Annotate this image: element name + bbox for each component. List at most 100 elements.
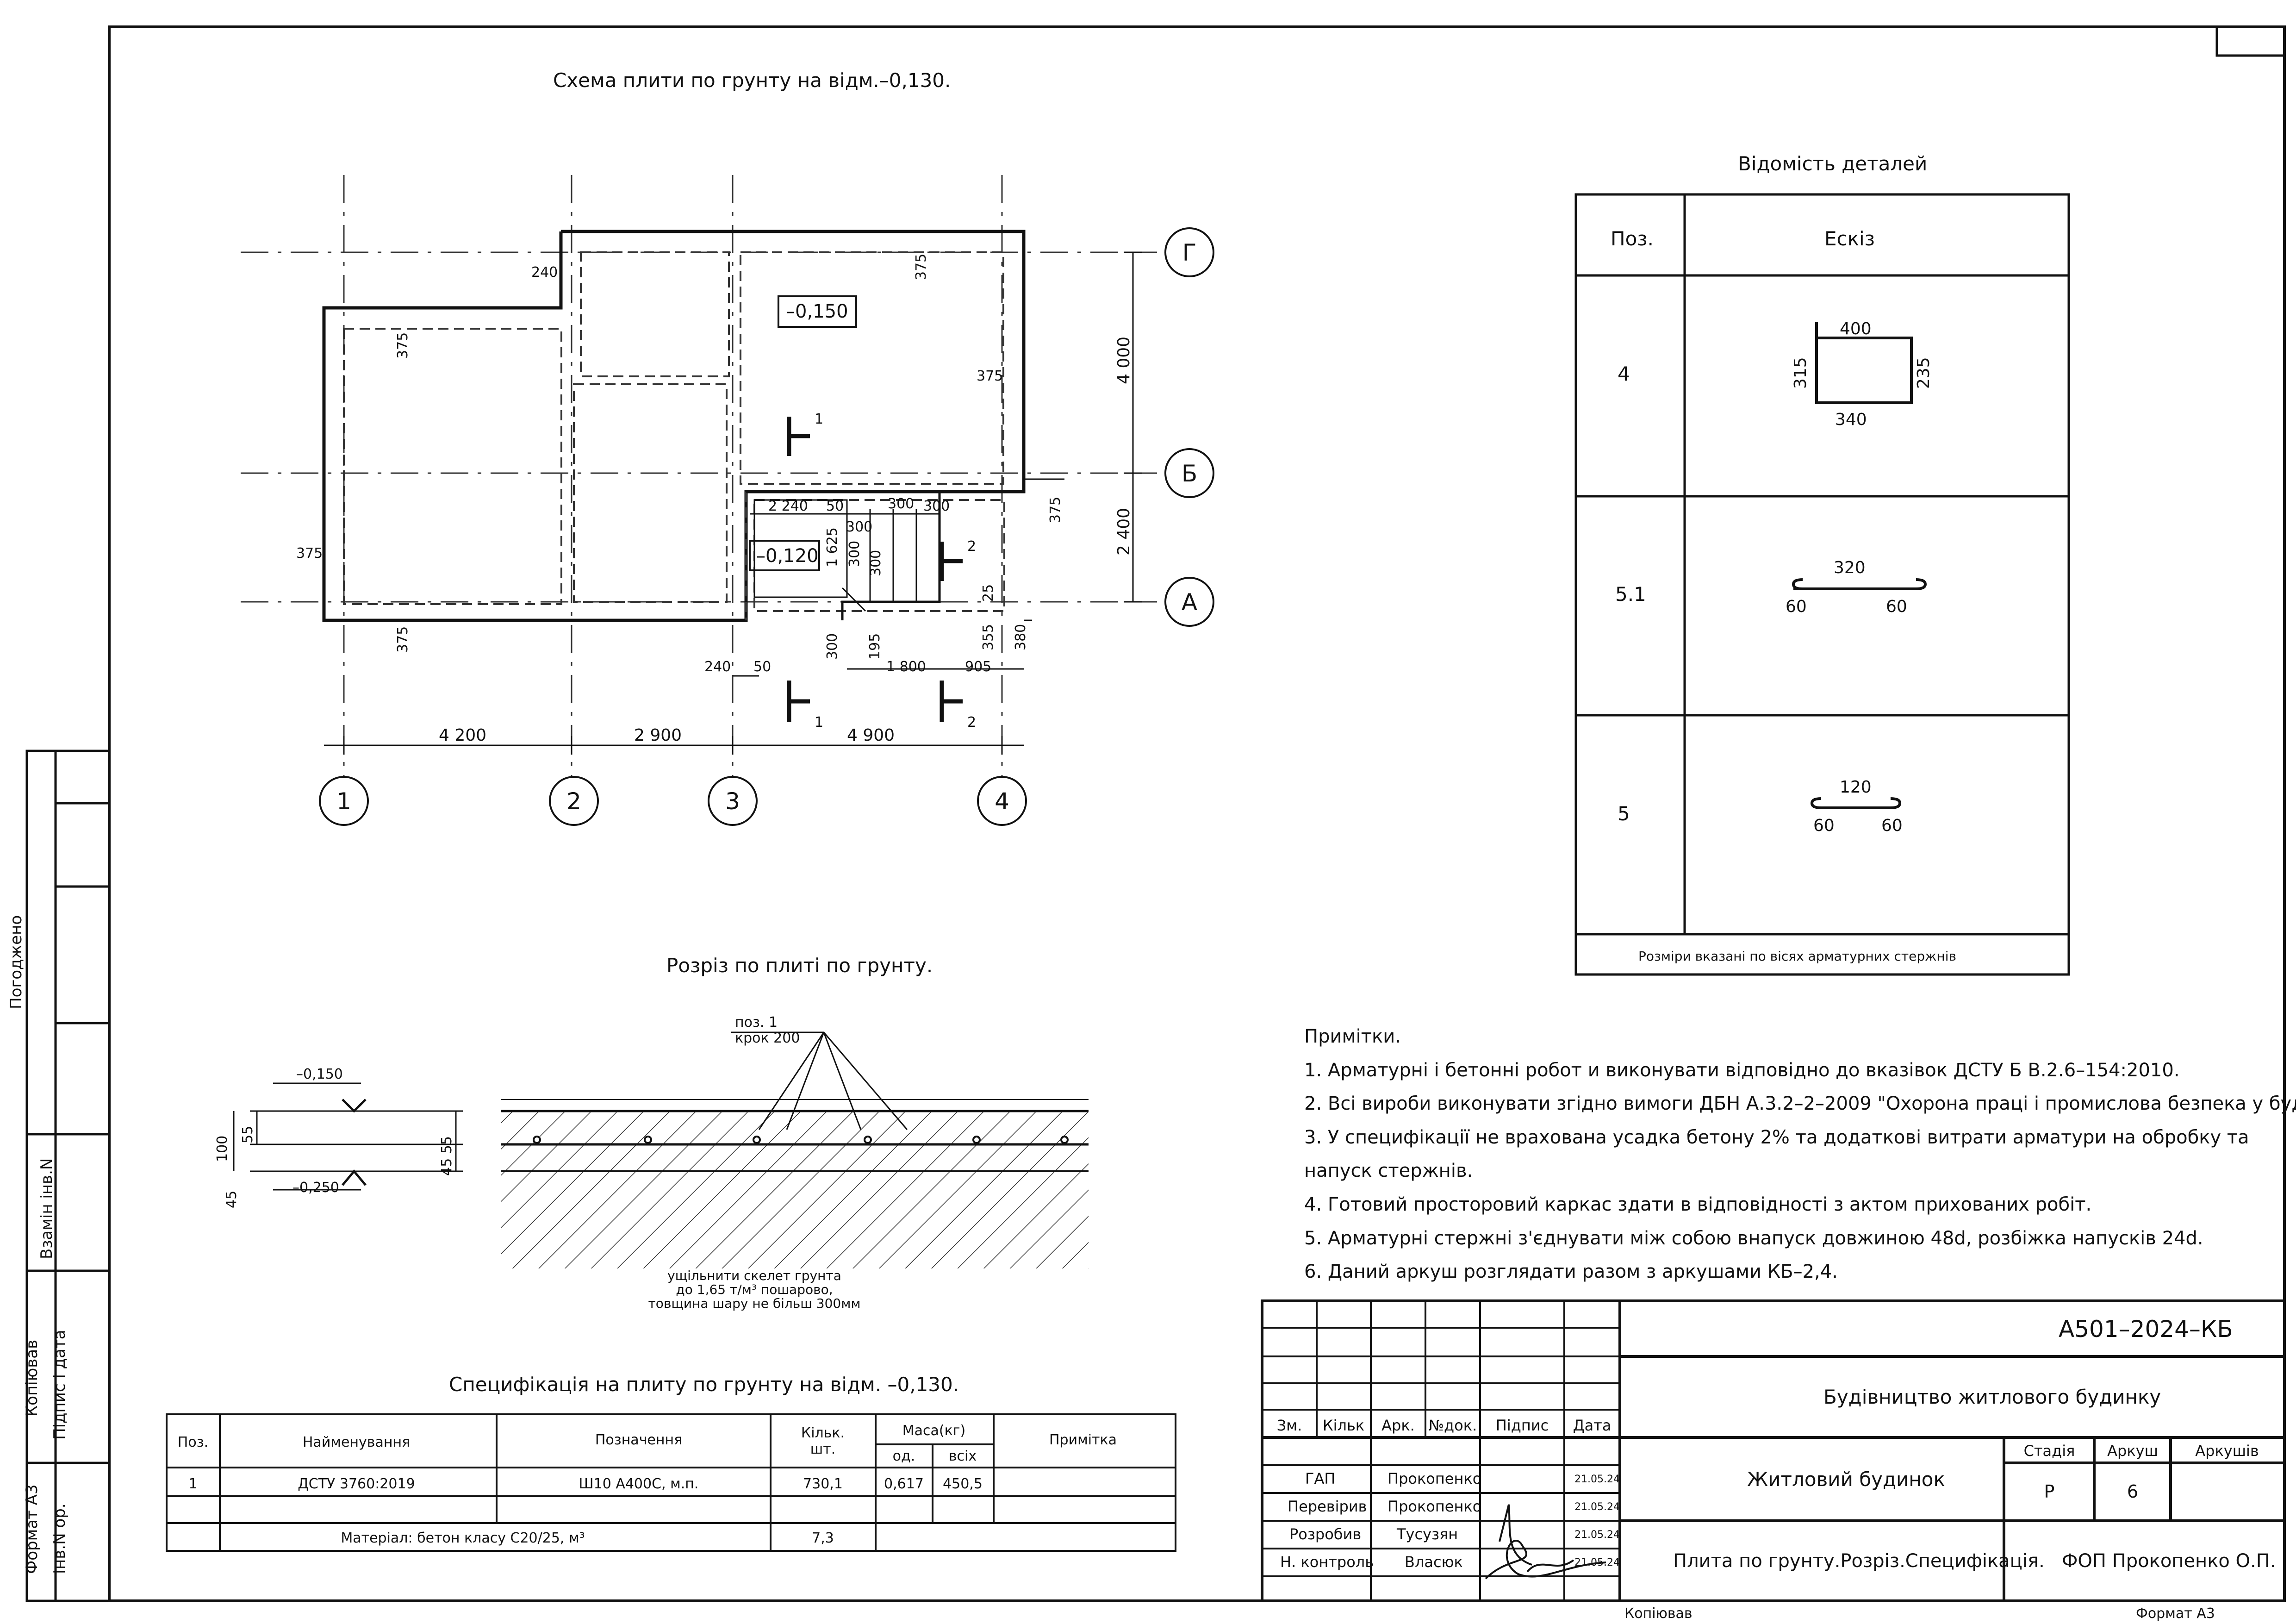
tb-role-0: ГАП (1305, 1470, 1335, 1487)
spec-row-pos: 1 (188, 1476, 197, 1492)
level-main: –0,150 (786, 301, 848, 322)
note-line-2: 2. Всі вироби виконувати згідно вимоги Д… (1304, 1093, 2296, 1114)
rebar-dots (533, 1136, 1069, 1144)
det4-d: 340 (1835, 410, 1867, 429)
spec-h-pos: Поз. (178, 1434, 208, 1450)
tb-h-kilk: Кільк (1323, 1417, 1364, 1434)
tb-h-data: Дата (1573, 1417, 1612, 1434)
section-level-top: –0,150 (296, 1066, 343, 1082)
dim-375-left: 375 (296, 545, 323, 562)
cut1-label-bot: 1 (815, 714, 823, 731)
details-pos-51: 5.1 (1615, 583, 1646, 606)
dim-240-bot: 240 (704, 659, 731, 675)
format-side-label: Формат А3 (23, 1484, 41, 1574)
section-level-bot: –0,250 (292, 1180, 339, 1196)
kopiyuvav-side-label: Копіював (23, 1340, 41, 1417)
vert-dim-1: 4 000 (1114, 337, 1133, 384)
dim-380: 380 (1013, 624, 1029, 650)
tb-sheet: 6 (2127, 1481, 2138, 1502)
details-footnote: Розміри вказані по вісях арматурних стер… (1638, 949, 1956, 964)
notes-heading: Примітки. (1304, 1026, 1401, 1047)
dim-50-b: 50 (753, 659, 771, 675)
spec-row-qty: 730,1 (803, 1476, 843, 1492)
cut2-label-bot: 2 (967, 714, 976, 731)
details-title: Відомість деталей (1738, 152, 1927, 175)
det4-c: 235 (1914, 357, 1933, 389)
cut-markers (787, 417, 963, 722)
details-table-grid (1574, 193, 2070, 976)
inv-label: Інв.N ор. (50, 1503, 69, 1574)
tb-date-1: 21.05.24 (1574, 1501, 1620, 1513)
details-h-pos: Поз. (1611, 227, 1654, 250)
axis-num-4: 4 (995, 788, 1009, 815)
axis-letter-b: Б (1182, 460, 1197, 487)
tb-h-pidpys: Підпис (1496, 1417, 1549, 1434)
dim-240-top: 240 (531, 264, 558, 281)
tb-code: А501–2024–КБ (2059, 1316, 2233, 1343)
sec-dim-55: 55 (240, 1126, 256, 1143)
spec-table-grid (166, 1413, 1176, 1552)
spec-h-qty1: Кільк. (801, 1425, 845, 1441)
note-line-7: 6. Даний аркуш розглядати разом з аркуша… (1304, 1261, 1838, 1282)
tb-h-sheet: Аркуш (2107, 1442, 2158, 1460)
note-line-5: 4. Готовий просторовий каркас здати в ві… (1304, 1194, 2091, 1215)
spec-row-all: 450,5 (943, 1476, 983, 1492)
level-pit-box (749, 540, 820, 571)
vzam-label: Взамін інв.N (37, 1158, 56, 1259)
signature-scribble (1485, 1504, 1606, 1580)
details-pos-4: 4 (1618, 362, 1630, 385)
tb-name-0: Прокопенко (1388, 1470, 1481, 1487)
sec-dim-45-55: 45 55 (439, 1136, 455, 1176)
axis-bubbles (319, 227, 1214, 826)
axis-num-2: 2 (566, 788, 581, 815)
cut1-label-top: 1 (815, 411, 823, 427)
rebar-sketches (1792, 322, 1927, 809)
axis-grid (241, 175, 1157, 782)
tb-name-3: Власюк (1405, 1553, 1463, 1571)
spec-h-mass-one: од. (893, 1448, 915, 1464)
dim-300-c: 300 (846, 519, 872, 535)
tb-h-ndok: №док. (1429, 1417, 1477, 1434)
spec-row-name: ДСТУ 3760:2019 (298, 1476, 415, 1492)
dim-195: 195 (867, 633, 883, 660)
dim-2240: 2 240 (768, 498, 808, 514)
pidpys-label: Підпис і дата (50, 1330, 69, 1440)
slab-outline (322, 230, 1026, 622)
span-dim-1: 4 200 (439, 726, 486, 745)
tb-name-2: Тусузян (1396, 1525, 1458, 1543)
sec-dim-45: 45 (224, 1191, 240, 1208)
dim-1625: 1 625 (824, 527, 840, 567)
section-drawing (233, 1031, 1089, 1268)
spec-h-qty2: шт. (810, 1441, 835, 1457)
axis-num-1: 1 (336, 788, 351, 815)
spec-row-one: 0,617 (884, 1476, 924, 1492)
det51-b: 60 (1786, 597, 1807, 616)
det51-a: 320 (1834, 558, 1866, 577)
spec-material: Матеріал: бетон класу С20/25, м³ (341, 1530, 585, 1546)
title-block-grid (1261, 1299, 2286, 1602)
tb-h-stage: Стадія (2024, 1442, 2075, 1460)
dim-300-b: 300 (923, 498, 950, 514)
spec-title: Специфікація на плиту по грунту на відм.… (449, 1373, 959, 1396)
dim-355: 355 (980, 624, 996, 650)
notes-block: Примітки. 1. Арматурні і бетонні робот и… (1304, 1026, 2296, 1282)
details-pos-5: 5 (1618, 802, 1630, 825)
section-note-line3: товщина шару не більш 300мм (648, 1296, 861, 1311)
tb-h-zm: Зм. (1277, 1417, 1302, 1434)
axis-letter-a: А (1182, 589, 1197, 616)
dim-375-left-upper: 375 (395, 332, 411, 359)
dim-50-a: 50 (826, 498, 844, 514)
callout-line1: поз. 1 (735, 1014, 778, 1031)
spec-h-desig: Позначення (595, 1432, 682, 1448)
side-stamp-labels: Погоджено Взамін інв.N Підпис і дата Коп… (7, 915, 69, 1574)
tb-stage: Р (2044, 1481, 2055, 1502)
tb-project: Будівництво житлового будинку (1823, 1386, 2161, 1408)
tb-date-0: 21.05.24 (1574, 1474, 1620, 1485)
callout-line2: крок 200 (735, 1030, 800, 1046)
dim-375-b-right: 375 (1047, 497, 1064, 523)
dim-375-right: 375 (977, 368, 1003, 384)
section-note-line2: до 1,65 т/м³ пошарово, (676, 1282, 833, 1297)
det5-b: 60 (1813, 816, 1835, 835)
axis-num-3: 3 (725, 788, 740, 815)
level-main-box (778, 295, 857, 328)
